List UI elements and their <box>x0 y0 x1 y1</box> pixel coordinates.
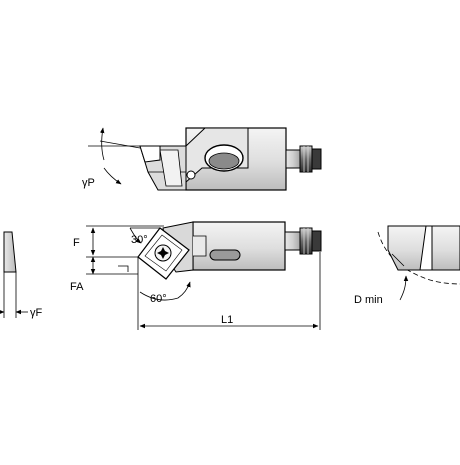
top-shank <box>285 149 301 169</box>
gamma-p-rake-line <box>99 140 141 149</box>
small-insert <box>3 231 17 273</box>
bore-detail-view: D min <box>354 225 460 306</box>
top-knob <box>299 145 313 173</box>
side-clamp-block <box>193 235 207 257</box>
d-min-label: D min <box>354 294 383 306</box>
d-min-leader <box>399 275 409 301</box>
angle-30-arc <box>129 227 142 244</box>
top-clamp-hole-inner <box>208 152 240 170</box>
gamma-p-arc-top <box>99 127 105 161</box>
detail-edge <box>391 253 405 267</box>
gamma-p-arc-bottom <box>103 167 122 185</box>
torx-star-icon <box>157 247 169 259</box>
insert-side-view: γF <box>0 231 43 319</box>
angle-60-arc <box>139 281 191 301</box>
gamma-f-label: γF <box>30 307 43 319</box>
top-knob-cap <box>311 148 322 170</box>
side-body <box>192 221 286 271</box>
fa-label: FA <box>70 281 84 293</box>
side-shank <box>284 231 301 251</box>
gamma-p-label: γP <box>82 177 95 189</box>
side-slot <box>209 249 241 261</box>
angle-60-label: 60° <box>150 293 167 305</box>
side-knob-cap <box>311 230 322 252</box>
side-view: 30° 60° F FA L1 <box>70 221 322 330</box>
side-knob-ridges <box>303 228 309 254</box>
top-view: γP <box>82 127 322 191</box>
side-knob <box>299 227 313 255</box>
angle-30-label: 30° <box>131 234 148 246</box>
side-insert-chipbreaker <box>144 234 183 272</box>
l1-label: L1 <box>221 314 233 326</box>
f-label: F <box>73 237 80 249</box>
top-pin-icon <box>186 170 196 180</box>
top-clamp <box>159 149 183 187</box>
bore-arc <box>377 231 460 285</box>
top-insert <box>139 145 161 163</box>
top-knob-ridges <box>303 146 309 172</box>
detail-insert <box>419 225 433 271</box>
fa-marker <box>118 265 129 272</box>
